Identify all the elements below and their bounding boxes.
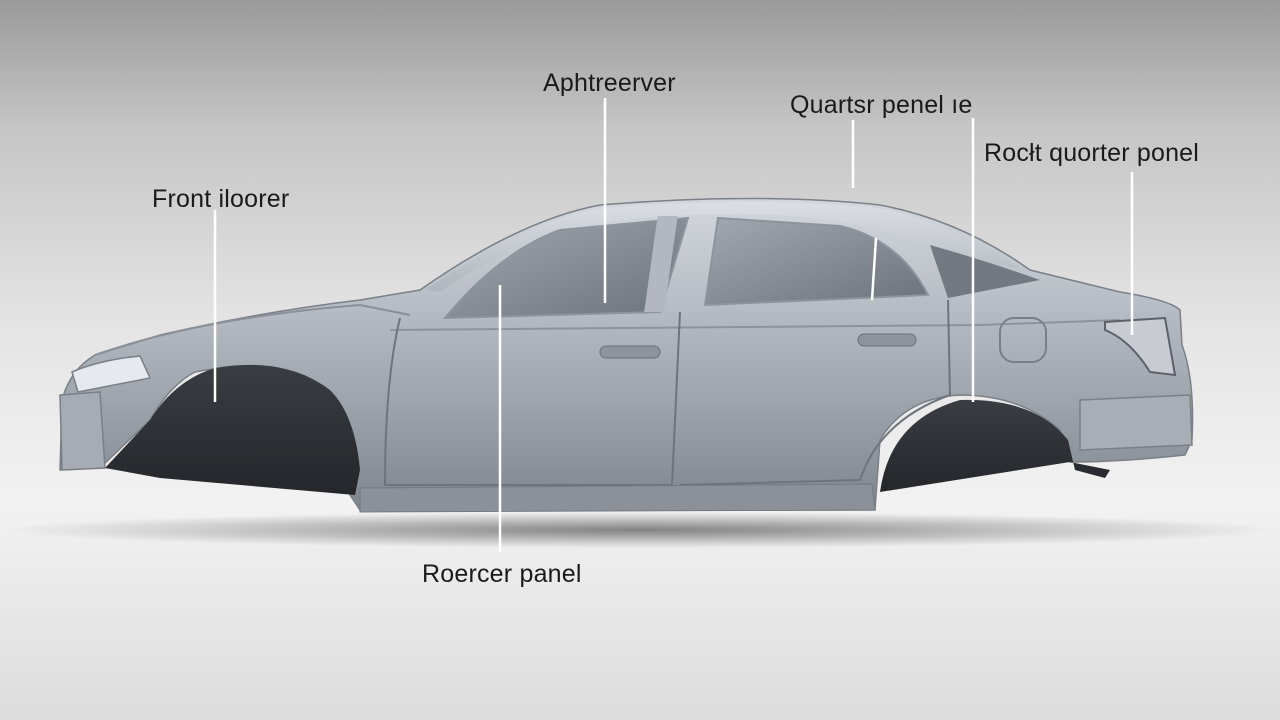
headlamp (71, 355, 152, 393)
taillight (1104, 316, 1177, 377)
fuel-door (999, 317, 1047, 363)
quarter-glass (930, 245, 1040, 298)
rear-bumper (1079, 394, 1193, 451)
rear-door-seam (679, 299, 952, 486)
front-wheel-arch (105, 364, 360, 495)
ground-shadow (0, 512, 1280, 548)
b-pillar (644, 216, 678, 312)
hood-line (94, 303, 411, 356)
leader-quarter-c (870, 237, 878, 301)
roof-panel (425, 202, 1020, 292)
front-door-window (442, 216, 690, 320)
belt-line (389, 319, 1121, 331)
rear-wheel-arch (880, 399, 1110, 492)
callout-top: Aphtreerver (543, 69, 676, 97)
front-door-handle (599, 345, 661, 359)
front-bumper (59, 391, 106, 471)
front-door-seam (383, 311, 681, 486)
callout-rocker: Roercer panel (422, 560, 582, 588)
callout-front: Front iloorer (152, 185, 290, 213)
callout-quarter: Quartsr penel ıe (790, 91, 973, 119)
callout-rock: Rocłt quorter ponel (984, 139, 1200, 167)
rocker-panel (359, 483, 876, 513)
rear-door-handle (857, 333, 917, 347)
